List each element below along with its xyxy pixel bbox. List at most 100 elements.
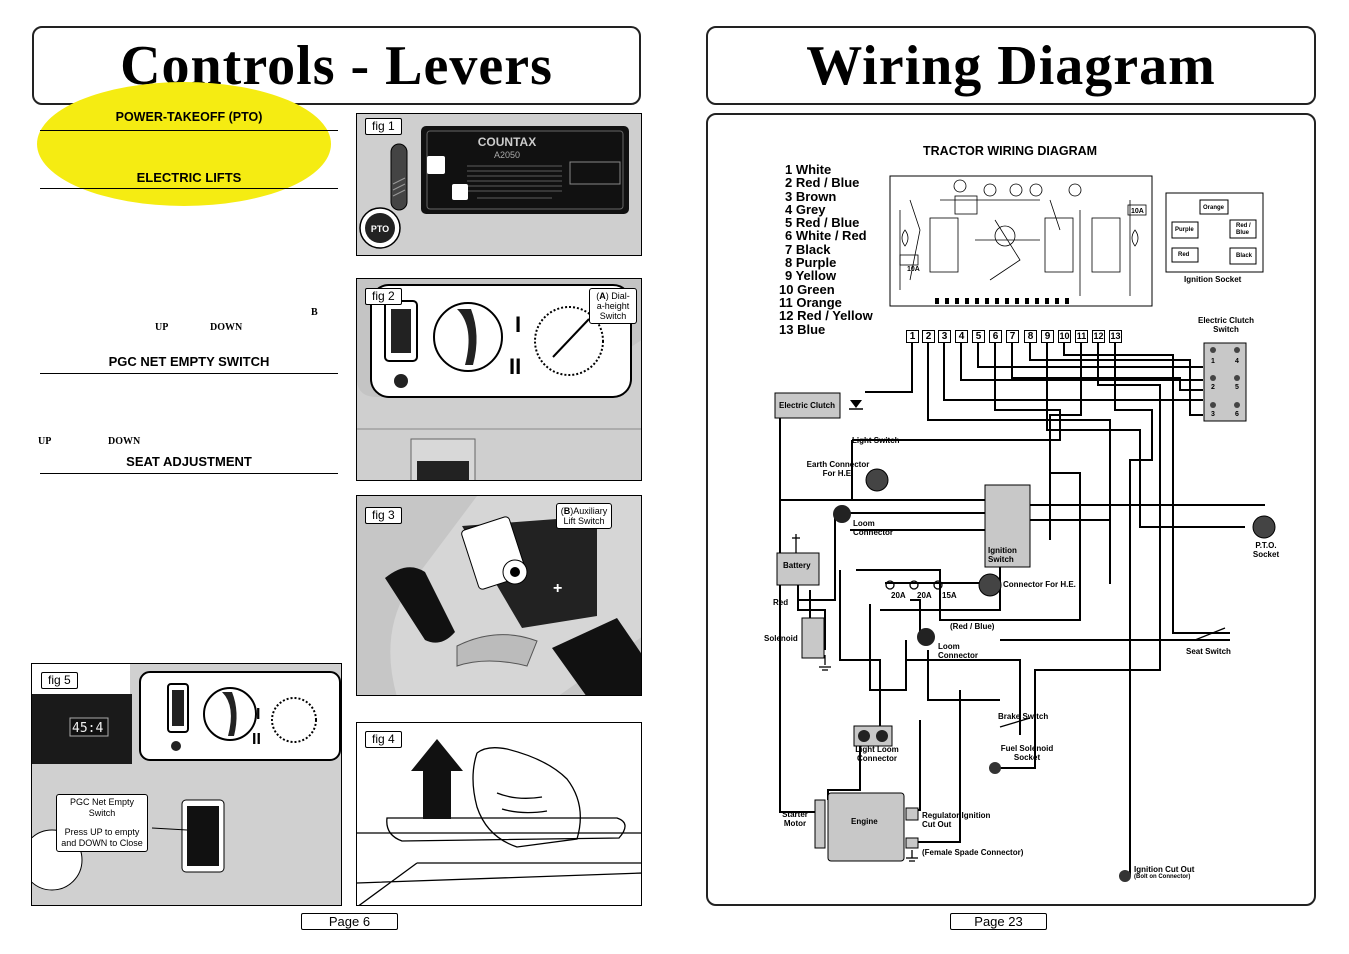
clutch-pin: 2 xyxy=(1211,384,1215,391)
svg-text:II: II xyxy=(252,731,261,748)
fig5-illustration: I II xyxy=(32,664,341,905)
clutch-switch-title: Electric Clutch Switch xyxy=(1197,316,1254,334)
socket-purple: Purple xyxy=(1175,227,1194,233)
label-engine: Engine xyxy=(851,817,878,826)
section-electric-lifts: ELECTRIC LIFTS xyxy=(136,170,242,185)
right-page-title: Wiring Diagram xyxy=(806,34,1216,97)
terminal: 2 xyxy=(922,330,935,343)
label-loom-connector: Loom Connector xyxy=(853,519,893,537)
fragment-up-2: UP xyxy=(38,436,52,447)
fig2-callout-letter: A xyxy=(599,291,606,301)
legend-item: 4 Grey xyxy=(785,201,826,217)
socket-red: Red xyxy=(1178,252,1190,258)
fig2-callout: (A) Dial-a-height Switch xyxy=(589,288,637,324)
label-solenoid: Solenoid xyxy=(764,634,798,643)
fig1-label: fig 1 xyxy=(365,118,402,135)
terminal: 9 xyxy=(1041,330,1054,343)
svg-text:II: II xyxy=(509,354,521,379)
svg-text:I: I xyxy=(515,312,521,337)
label-ignition-cut-out: Ignition Cut Out xyxy=(1134,865,1195,874)
terminal: 10 xyxy=(1058,330,1071,343)
terminal: 12 xyxy=(1092,330,1105,343)
section-pgc: PGC NET EMPTY SWITCH xyxy=(108,354,270,369)
right-title-box: Wiring Diagram xyxy=(706,26,1316,105)
terminal: 6 xyxy=(989,330,1002,343)
figure-1: COUNTAX A2050 PTO fig 1 xyxy=(356,113,642,256)
label-seat-switch: Seat Switch xyxy=(1186,647,1231,656)
legend-item: 7 Black xyxy=(785,241,831,257)
figure-4: fig 4 xyxy=(356,722,642,906)
legend-item: 8 Purple xyxy=(785,255,837,271)
legend-item: 9 Yellow xyxy=(785,268,837,284)
clutch-pin: 6 xyxy=(1235,411,1239,418)
label-bolt-on: (Bolt on Connector) xyxy=(1134,874,1191,880)
label-pto-socket: P.T.O. Socket xyxy=(1252,541,1280,559)
figure-5: I II 45:4 fig 5 PGC Net Empty Switch Pre… xyxy=(31,663,342,906)
label-electric-clutch: Electric Clutch xyxy=(779,401,836,410)
left-page-number: Page 6 xyxy=(301,913,398,930)
rule-pgc xyxy=(40,373,338,374)
rule-electric-lifts xyxy=(40,188,338,189)
fig3-callout-text: Auxiliary Lift Switch xyxy=(563,506,608,526)
legend-item: 12 Red / Yellow xyxy=(779,308,873,324)
label-light-loom: Light Loom Connector xyxy=(855,745,899,763)
figure-3: + fig 3 (B)Auxiliary Lift Switch xyxy=(356,495,642,696)
label-regulator: Regulator Ignition Cut Out xyxy=(922,811,991,829)
fig5-display: 45:4 xyxy=(72,721,104,736)
fig2-illustration: I II xyxy=(357,279,641,480)
right-page-number: Page 23 xyxy=(950,913,1047,930)
fragment-up-1: UP xyxy=(155,322,169,333)
terminal: 13 xyxy=(1109,330,1122,343)
rule-seat xyxy=(40,473,338,474)
svg-text:A2050: A2050 xyxy=(494,150,520,160)
terminal: 11 xyxy=(1075,330,1088,343)
fig3-callout: (B)Auxiliary Lift Switch xyxy=(556,503,612,529)
legend-item: 1 White xyxy=(785,162,832,177)
clutch-pin: 3 xyxy=(1211,411,1215,418)
fig5-label: fig 5 xyxy=(41,672,78,689)
fuse-label-right: 10A xyxy=(1131,208,1144,215)
legend-item: 11 Orange xyxy=(779,294,842,310)
label-fuse-15a: 15A xyxy=(942,591,957,600)
label-female-spade: (Female Spade Connector) xyxy=(922,848,1024,857)
highlight-ellipse xyxy=(37,82,331,206)
legend-item: 10 Green xyxy=(779,281,835,297)
diagram-title: TRACTOR WIRING DIAGRAM xyxy=(923,144,1098,158)
fig1-illustration: COUNTAX A2050 PTO xyxy=(359,126,629,249)
terminal: 4 xyxy=(955,330,968,343)
clutch-pin: 5 xyxy=(1235,384,1239,391)
figure-2: I II fig 2 (A) Dial-a-height Switch xyxy=(356,278,642,481)
terminal: 8 xyxy=(1024,330,1037,343)
svg-text:+: + xyxy=(553,580,562,597)
legend-item: 2 Red / Blue xyxy=(785,175,860,191)
legend-item: 6 White / Red xyxy=(785,228,867,244)
label-brake-switch: Brake Switch xyxy=(998,712,1049,721)
fig3-illustration: + xyxy=(385,496,641,695)
label-connector-he: Connector For H.E. xyxy=(1003,580,1076,589)
label-ignition-switch: Ignition Switch xyxy=(988,546,1017,564)
svg-text:COUNTAX: COUNTAX xyxy=(478,135,536,149)
label-battery: Battery xyxy=(783,561,811,570)
fig1-pto-knob: PTO xyxy=(371,224,389,234)
ignition-socket-title: Ignition Socket xyxy=(1184,275,1242,284)
label-loom-connector-2: Loom Connector xyxy=(938,642,978,660)
clutch-pin: 4 xyxy=(1235,358,1239,365)
label-starter-motor: Starter Motor xyxy=(782,810,808,828)
label-fuse-20a-2: 20A xyxy=(917,591,932,600)
label-red: Red xyxy=(773,598,789,607)
label-fuse-20a-1: 20A xyxy=(891,591,906,600)
section-seat: SEAT ADJUSTMENT xyxy=(126,454,252,469)
fig5-callout-title: PGC Net Empty Switch xyxy=(69,797,134,818)
clutch-pin: 1 xyxy=(1211,358,1215,365)
color-legend: 1 White 2 Red / Blue 3 Brown 4 Grey 5 Re… xyxy=(779,163,873,336)
legend-item: 5 Red / Blue xyxy=(785,215,860,231)
terminal: 3 xyxy=(938,330,951,343)
label-earth-connector: Earth Connector For H.E. xyxy=(806,460,870,478)
legend-item: 3 Brown xyxy=(785,188,837,204)
fragment-down-1: DOWN xyxy=(210,322,243,333)
fig2-label: fig 2 xyxy=(365,288,402,305)
label-light-switch: Light Switch xyxy=(852,436,900,445)
socket-orange: Orange xyxy=(1203,205,1225,211)
socket-black: Black xyxy=(1236,253,1253,259)
fig5-callout: PGC Net Empty Switch Press UP to empty a… xyxy=(56,794,148,852)
